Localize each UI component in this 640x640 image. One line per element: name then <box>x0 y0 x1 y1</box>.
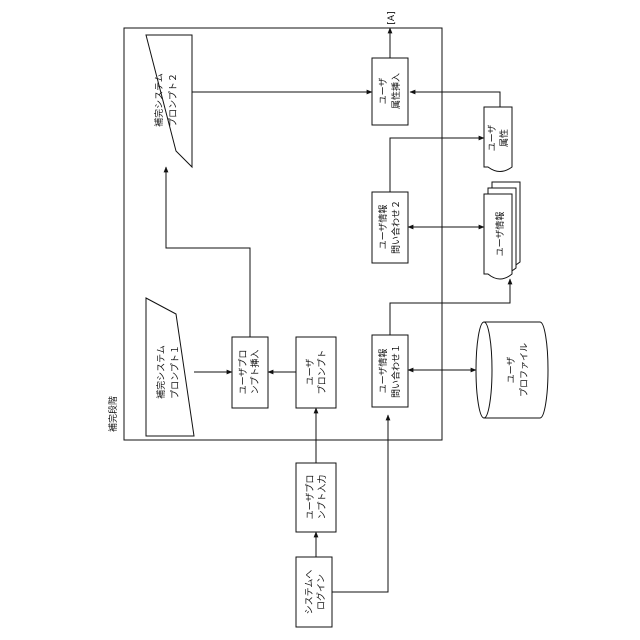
svg-text:属性挿入: 属性挿入 <box>390 73 402 109</box>
user-profile-database: ユーザ プロファイル <box>476 322 548 418</box>
svg-text:ユーザプロ: ユーザプロ <box>305 475 316 520</box>
completion-stage-label: 補完段階 <box>107 396 119 432</box>
svg-text:ユーザ: ユーザ <box>378 78 389 105</box>
svg-text:ンプト挿入: ンプト挿入 <box>249 350 261 395</box>
svg-text:ユーザ情報: ユーザ情報 <box>377 205 389 250</box>
continuation-label: [A] <box>387 11 397 24</box>
user-attribute-document: ユーザ 属性 <box>484 107 512 172</box>
svg-text:ンプト入力: ンプト入力 <box>316 475 328 520</box>
svg-text:ユーザ: ユーザ <box>487 125 498 152</box>
svg-text:ユーザ情報: ユーザ情報 <box>494 212 506 257</box>
user-prompt-insert-box: ユーザプロ ンプト挿入 <box>232 337 268 408</box>
svg-text:プロンプト: プロンプト <box>317 350 328 395</box>
svg-text:システムへ: システムへ <box>304 570 315 615</box>
svg-text:ユーザ情報: ユーザ情報 <box>377 349 389 394</box>
svg-text:ログイン: ログイン <box>315 574 327 610</box>
user-attribute-insert-box: ユーザ 属性挿入 <box>372 58 408 125</box>
user-info-documents: ユーザ情報 <box>484 182 520 279</box>
svg-text:補完システム: 補完システム <box>155 345 167 399</box>
user-info-query-2-box: ユーザ情報 問い合わせ２ <box>372 192 408 263</box>
user-prompt-input-box: ユーザプロ ンプト入力 <box>296 463 336 532</box>
svg-text:ユーザプロ: ユーザプロ <box>238 350 249 395</box>
svg-text:プロファイル: プロファイル <box>519 343 530 397</box>
svg-text:属性: 属性 <box>498 129 510 147</box>
svg-text:プロンプト２: プロンプト２ <box>168 73 179 127</box>
svg-text:問い合わせ１: 問い合わせ１ <box>390 344 402 398</box>
svg-text:ユーザ: ユーザ <box>506 357 517 384</box>
svg-text:問い合わせ２: 問い合わせ２ <box>390 200 402 254</box>
svg-text:ユーザ: ユーザ <box>305 359 316 386</box>
svg-text:プロンプト１: プロンプト１ <box>170 345 181 399</box>
user-info-query-1-box: ユーザ情報 問い合わせ１ <box>372 335 408 407</box>
login-box: システムへ ログイン <box>296 557 332 627</box>
user-prompt-box: ユーザ プロンプト <box>296 337 336 408</box>
svg-text:補完システム: 補完システム <box>153 73 165 127</box>
